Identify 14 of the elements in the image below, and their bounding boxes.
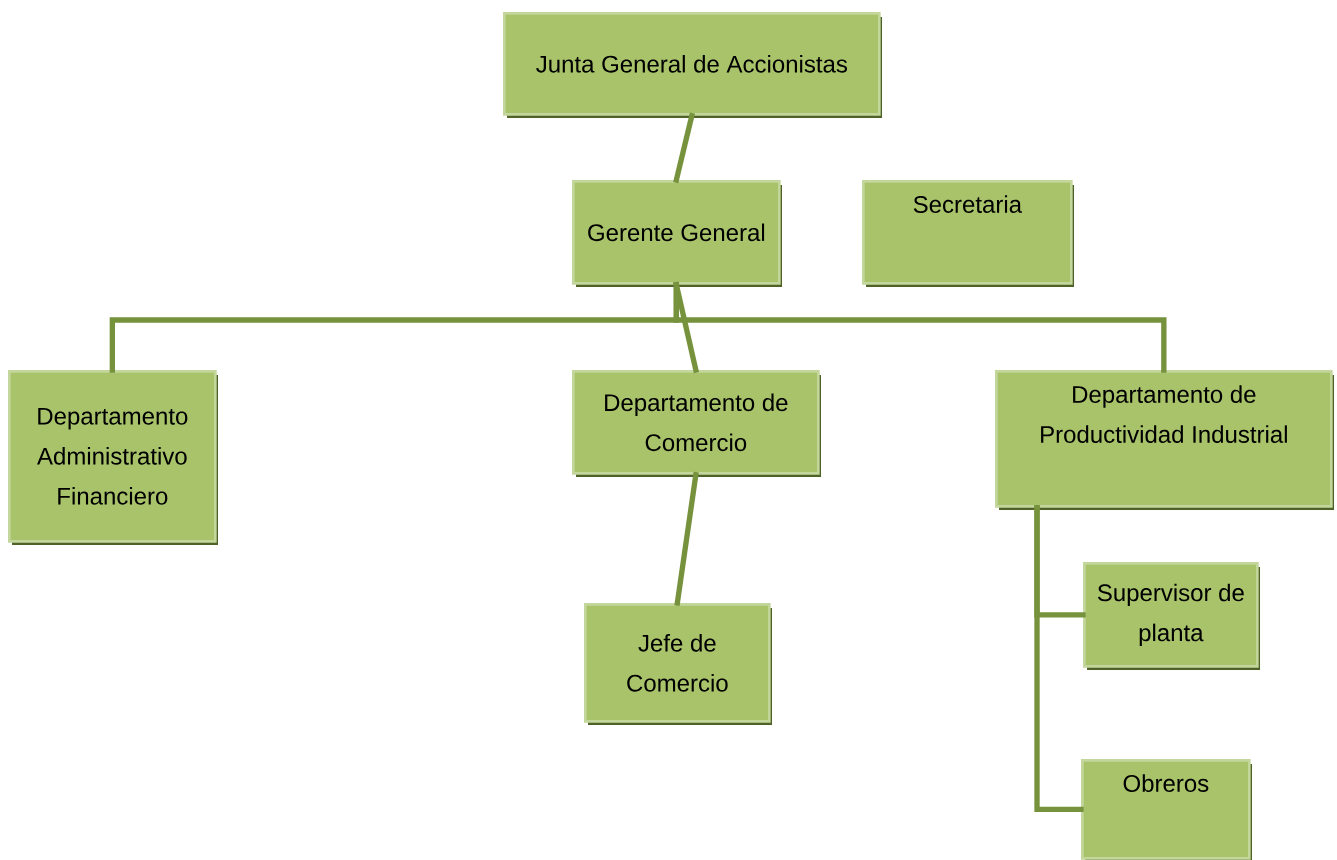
org-box: Junta General de Accionistas xyxy=(503,12,882,118)
org-box: Departamento de Comercio xyxy=(572,370,821,477)
org-box: Jefe de Comercio xyxy=(584,603,772,725)
connector-line xyxy=(673,282,1167,373)
org-box: Supervisor de planta xyxy=(1083,562,1260,670)
connector-line xyxy=(673,282,699,373)
org-box: Secretaria xyxy=(862,180,1074,287)
org-box: Obreros xyxy=(1081,759,1252,860)
connector-line xyxy=(1034,505,1084,812)
connector-line xyxy=(673,113,695,183)
org-box: Departamento de Productividad Industrial xyxy=(995,370,1334,510)
org-box: Departamento Administrativo Financiero xyxy=(8,370,218,545)
org-box: Gerente General xyxy=(572,180,782,287)
connector-line xyxy=(674,472,699,606)
